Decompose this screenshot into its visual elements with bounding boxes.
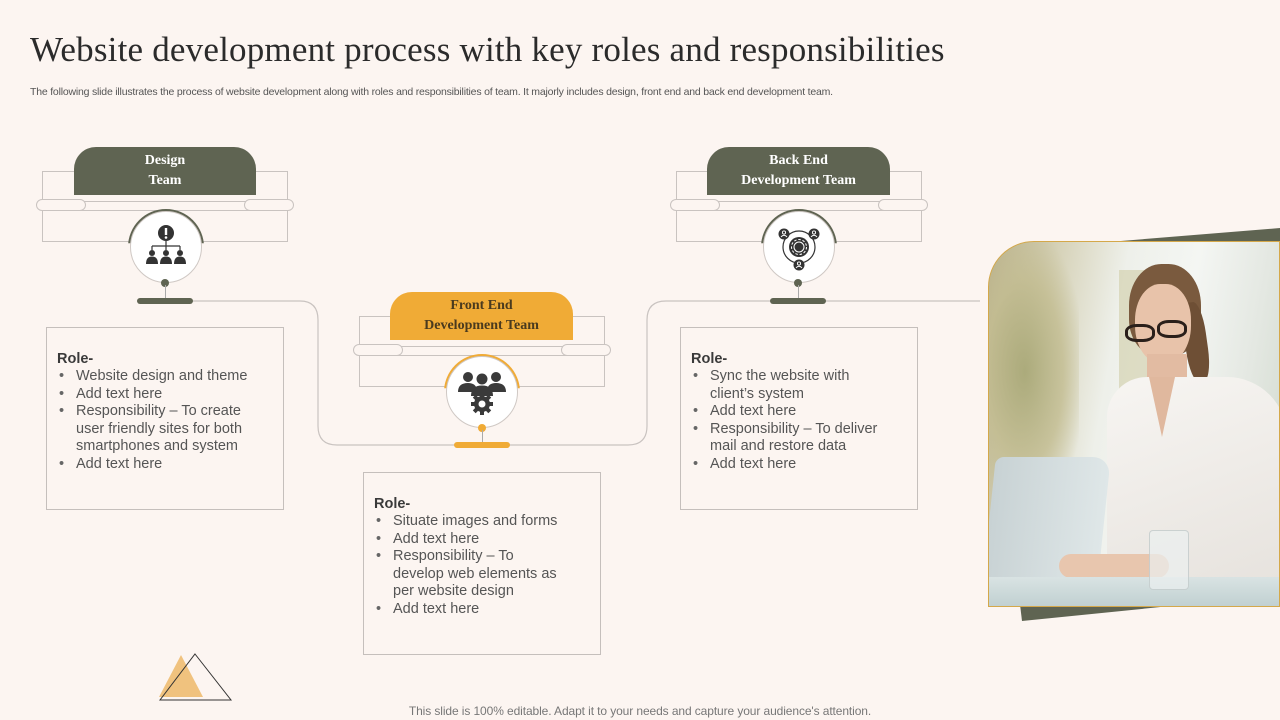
design-icon-circle [130,211,202,283]
slide-title: Website development process with key rol… [30,30,945,69]
back-end-connector-dot [794,279,802,287]
team-gear-icon [458,372,506,415]
design-connector-dot [161,279,169,287]
list-item: Add text here [374,531,590,549]
decorative-triangle [158,653,233,701]
front-end-role-list: Situate images and forms Add text here R… [374,513,590,618]
front-end-role-title: Role- [374,496,411,512]
org-hierarchy-icon [146,225,186,264]
design-stem [165,285,166,299]
front-end-header-line1: Front End [450,298,513,313]
front-end-icon-circle [446,356,518,428]
list-item: Website design and theme [57,368,273,386]
back-end-role-list: Sync the website with client’s system Ad… [691,368,907,473]
list-item: Sync the website with client’s system [691,368,907,403]
back-end-role-title: Role- [691,351,728,367]
back-end-team-header: Back End Development Team [707,147,890,195]
woman-blouse [1107,377,1279,577]
list-item: Responsibility – To develop web elements… [374,548,590,601]
glasses-left [1125,324,1155,342]
front-end-stem [482,430,483,443]
network-gear-icon [778,228,820,271]
list-item: Responsibility – To deliver mail and res… [691,421,907,456]
design-role-box: Role- Website design and theme Add text … [46,327,284,510]
design-header-line1: Design [144,153,186,168]
design-team-header: Design Team [74,147,256,195]
back-end-role-box: Role- Sync the website with client’s sys… [680,327,918,510]
glass-cup [1149,530,1189,590]
list-item: Situate images and forms [374,513,590,531]
design-base-bar [137,298,193,304]
front-end-connector-dot [478,424,486,432]
design-role-list: Website design and theme Add text here R… [57,368,273,473]
back-end-stem [798,285,799,299]
slide-subtitle: The following slide illustrates the proc… [30,86,833,98]
list-item: Add text here [57,456,273,474]
woman-laptop-photo [988,241,1280,607]
list-item: Add text here [57,386,273,404]
glasses-right [1157,320,1187,338]
front-end-role-box: Role- Situate images and forms Add text … [363,472,601,655]
back-end-icon-circle [763,211,835,283]
back-end-header-line1: Back End [769,153,828,168]
back-end-base-bar [770,298,826,304]
front-end-header-line2: Development Team [424,318,539,333]
slide-footer-note: This slide is 100% editable. Adapt it to… [408,704,872,718]
list-item: Add text here [691,403,907,421]
front-end-team-header: Front End Development Team [390,292,573,340]
list-item: Add text here [374,601,590,619]
front-end-base-bar [454,442,510,448]
desk [989,577,1279,606]
back-end-header-line2: Development Team [741,173,856,188]
list-item: Add text here [691,456,907,474]
design-role-title: Role- [57,351,94,367]
list-item: Responsibility – To create user friendly… [57,403,273,456]
design-header-line2: Team [148,173,182,188]
